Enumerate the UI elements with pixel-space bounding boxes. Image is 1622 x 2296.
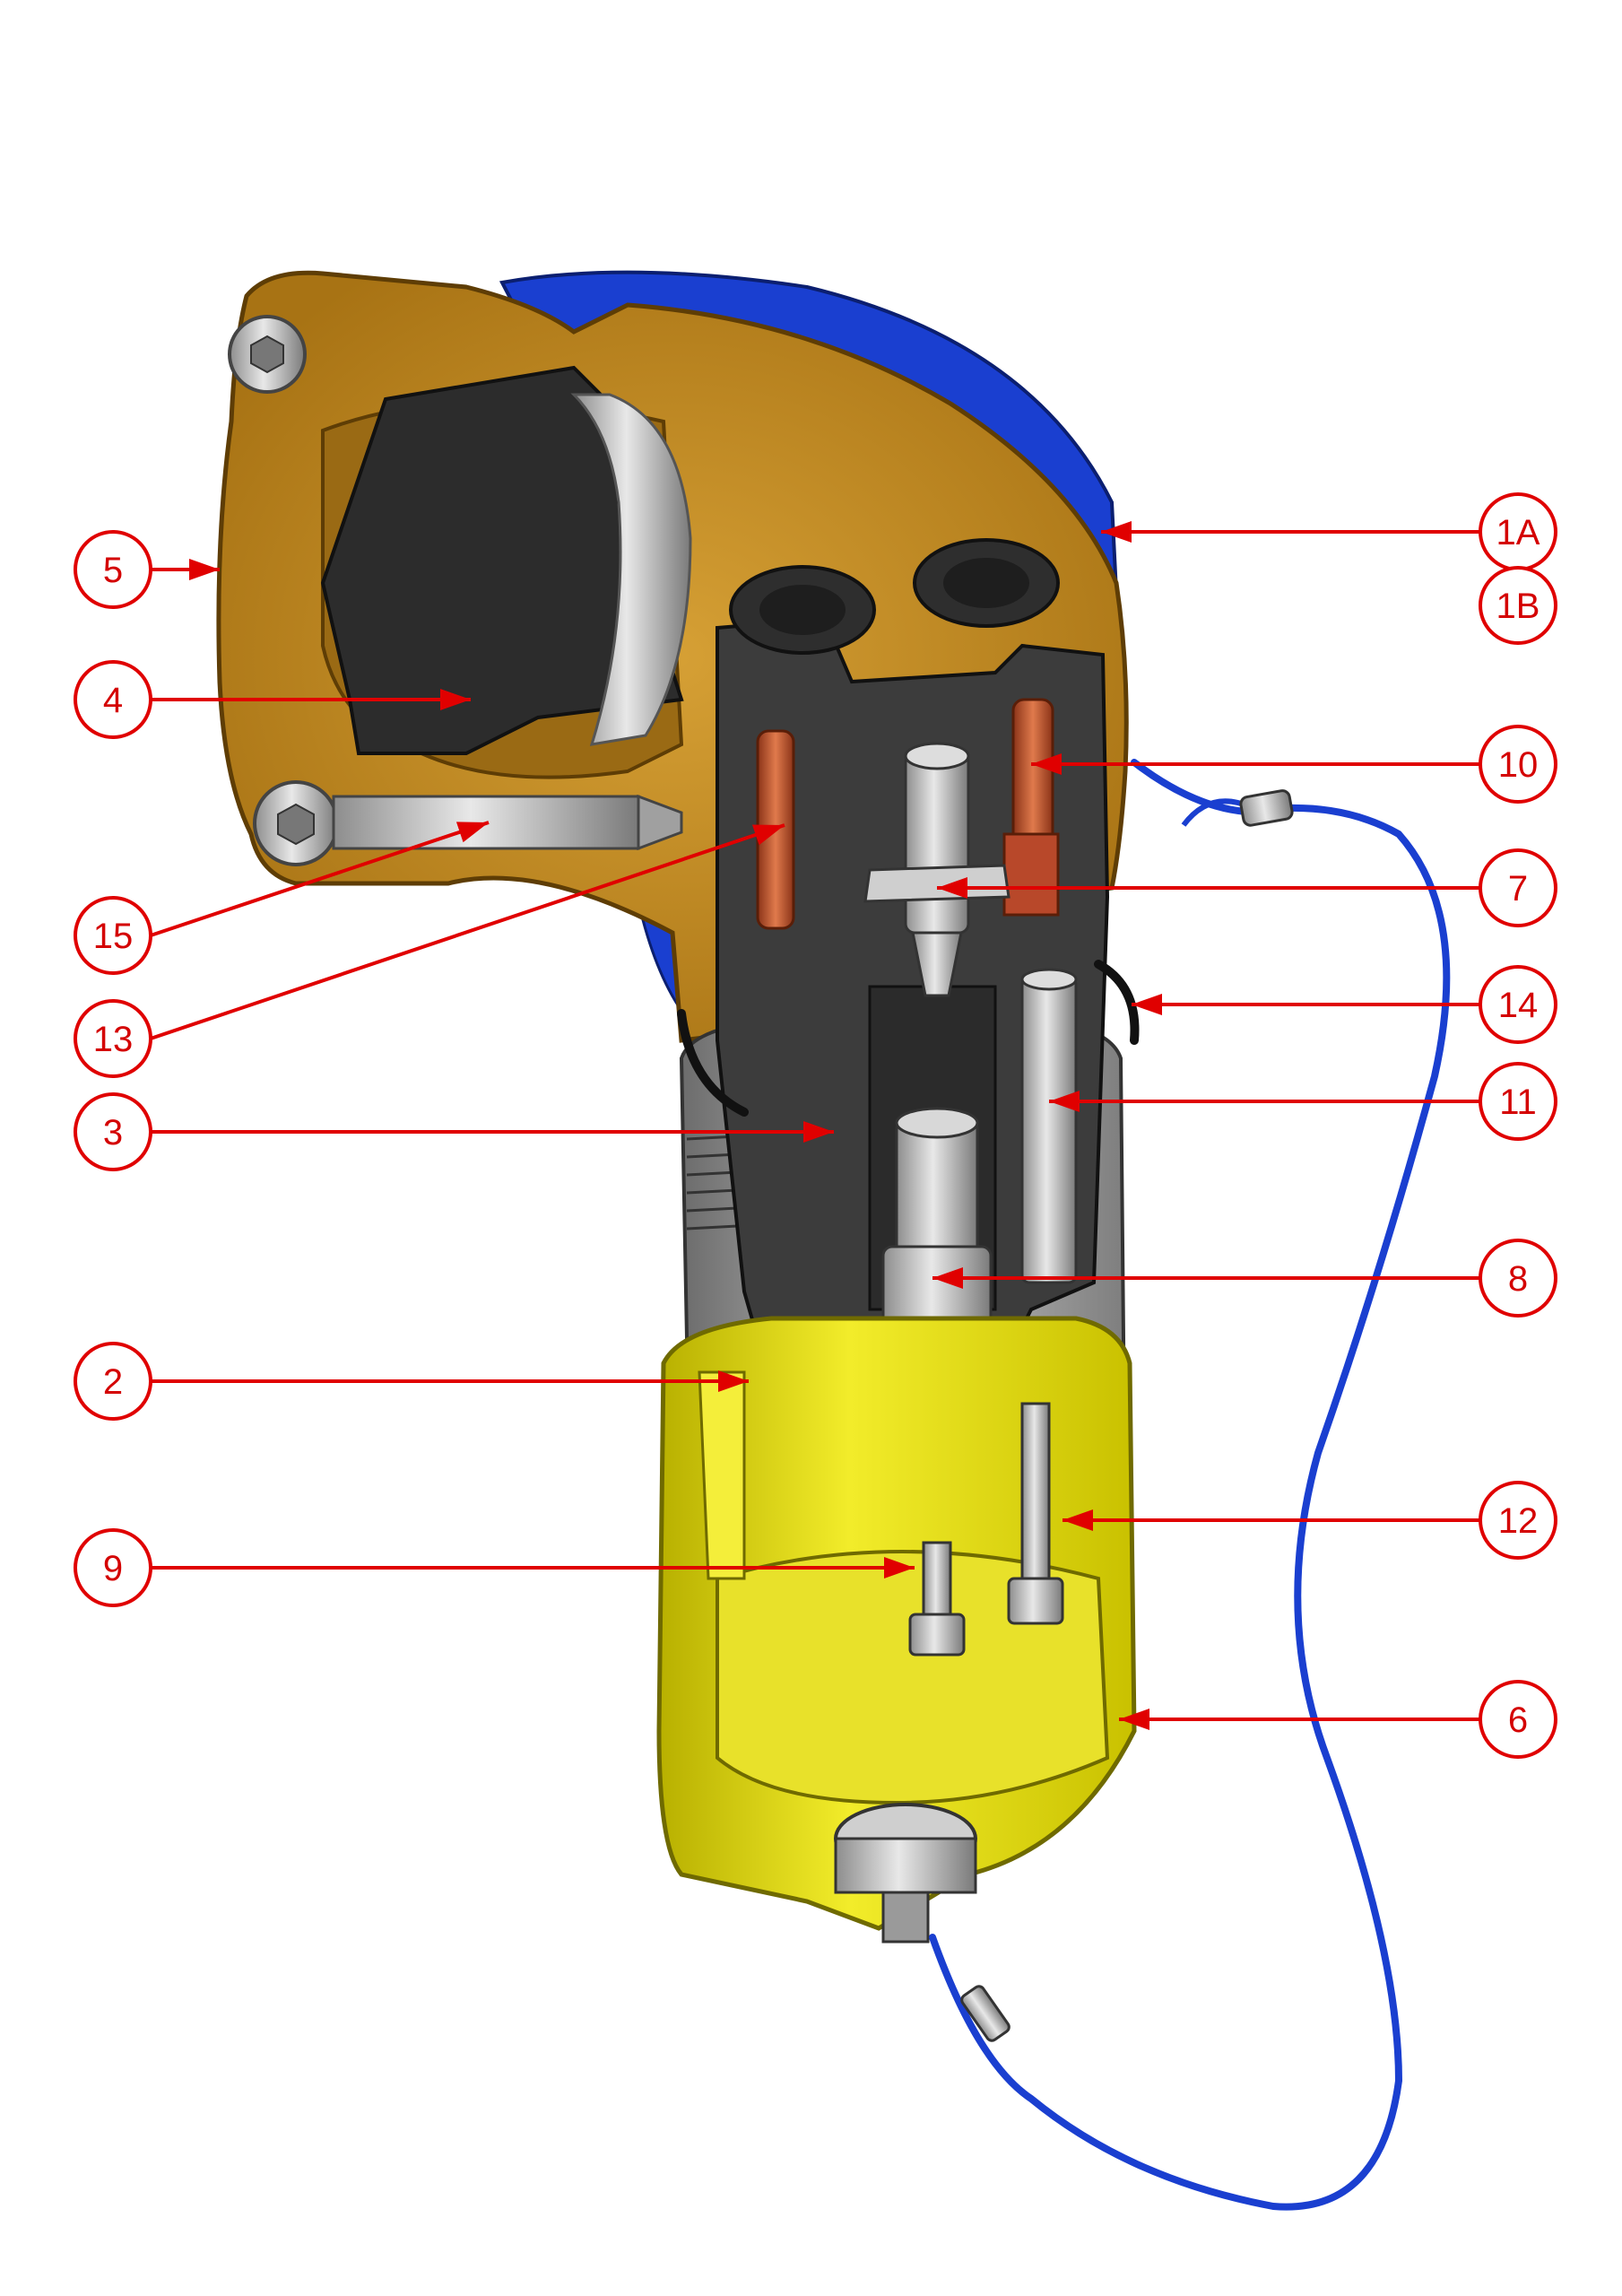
socket-contact-top: [895, 1107, 979, 1139]
callout-10: 10: [1031, 725, 1557, 804]
yellow-cap-rim: [698, 1370, 746, 1580]
leader-line: [150, 823, 785, 1040]
callout-2: 2: [74, 1342, 749, 1421]
leader-arrowhead: [1101, 521, 1132, 543]
callout-label: 3: [103, 1113, 123, 1152]
callout-label: 2: [103, 1362, 123, 1402]
bolt-12-shank: [1020, 1402, 1051, 1598]
callout-circle: [74, 660, 152, 739]
contact-pin: [904, 752, 970, 935]
lanyard-crimp-bottom: [960, 1985, 1010, 2042]
screw-shank: [332, 795, 640, 850]
callout-label: 6: [1508, 1700, 1528, 1740]
callout-circle: [74, 1528, 152, 1607]
callout-3: 3: [74, 1092, 834, 1171]
leader-arrowhead: [884, 1557, 915, 1578]
callout-4: 4: [74, 660, 471, 739]
callout-circle: [1479, 848, 1557, 927]
leader-line: [150, 821, 490, 937]
top-bolt-hex-socket: [250, 335, 284, 374]
socket-right-bore: [943, 558, 1029, 608]
assembly-drawing: [216, 270, 1451, 2211]
callout-13: 13: [74, 823, 785, 1078]
callout-6: 6: [1119, 1680, 1557, 1759]
callout-label: 12: [1498, 1501, 1539, 1541]
callout-layer: 1A 1B 2 3 4 5 6 7 8 9 10 11 12 13 14 15: [74, 492, 1557, 1759]
callout-circle: [1479, 1680, 1557, 1759]
callout-circle: [74, 999, 152, 1078]
callout-label: 10: [1498, 745, 1539, 785]
screw-tip: [637, 794, 683, 851]
callout-14: 14: [1132, 965, 1557, 1044]
callout-1b: 1B: [1479, 566, 1557, 645]
lanyard-crimp-top: [1239, 789, 1294, 827]
callout-5: 5: [74, 530, 220, 609]
callout-label: 7: [1508, 869, 1528, 909]
callout-circle: [1479, 566, 1557, 645]
leader-arrowhead: [455, 822, 489, 843]
callout-circle: [74, 896, 152, 975]
callout-label: 1A: [1496, 513, 1540, 552]
screw-hex-socket: [277, 803, 315, 846]
leader-arrowhead: [189, 559, 220, 580]
contact-pin-collar: [863, 864, 1010, 903]
copper-block-right: [1002, 832, 1060, 917]
callout-circle: [1479, 1239, 1557, 1318]
callout-circle: [1479, 1481, 1557, 1560]
leader-arrowhead: [1049, 1091, 1080, 1112]
callout-label: 8: [1508, 1259, 1528, 1299]
callout-circle: [74, 1092, 152, 1171]
callout-circle: [1479, 965, 1557, 1044]
boot-steel-ring: [570, 393, 692, 746]
callout-label: 5: [103, 551, 123, 590]
small-pin: [1020, 976, 1078, 1284]
black-cable-left: [677, 1009, 749, 1117]
callout-label: 14: [1498, 986, 1539, 1025]
callout-label: 15: [93, 917, 134, 956]
callout-8: 8: [932, 1239, 1557, 1318]
leader-arrowhead: [440, 689, 471, 710]
callout-9: 9: [74, 1528, 915, 1607]
callout-circle: [1479, 1062, 1557, 1141]
callout-7: 7: [937, 848, 1557, 927]
blue-lanyard: [929, 759, 1451, 2211]
leader-arrowhead: [1063, 1509, 1093, 1531]
bolt-12-head: [1007, 1577, 1064, 1625]
callout-label: 13: [93, 1020, 134, 1059]
leader-arrowhead: [1031, 753, 1062, 775]
callout-circle: [74, 1342, 152, 1421]
callout-11: 11: [1049, 1062, 1557, 1141]
leader-arrowhead: [718, 1370, 749, 1392]
callout-12: 12: [1063, 1481, 1557, 1560]
callout-label: 9: [103, 1549, 123, 1588]
callout-label: 11: [1499, 1083, 1537, 1122]
callout-circle: [74, 530, 152, 609]
bottom-knob-stem: [881, 1891, 930, 1944]
contact-pin-top: [904, 742, 970, 770]
contact-pin-taper: [911, 931, 963, 997]
bolt-9-shank: [922, 1541, 952, 1625]
callout-label: 1B: [1496, 587, 1540, 626]
callout-1a: 1A: [1101, 492, 1557, 571]
bottom-knob-side: [834, 1837, 977, 1894]
leader-arrowhead: [751, 824, 785, 846]
leader-arrowhead: [1119, 1709, 1149, 1730]
leader-arrowhead: [932, 1267, 963, 1289]
leader-arrowhead: [803, 1121, 834, 1143]
small-pin-top: [1020, 968, 1078, 991]
black-cable: [1094, 960, 1140, 1045]
leader-arrowhead: [937, 877, 967, 899]
bolt-9-head: [908, 1613, 966, 1657]
leader-arrowhead: [1132, 994, 1162, 1015]
callout-15: 15: [74, 821, 490, 975]
socket-contact: [895, 1119, 979, 1257]
callout-label: 4: [103, 681, 123, 720]
callout-circle: [1479, 725, 1557, 804]
socket-left-bore: [759, 585, 846, 635]
